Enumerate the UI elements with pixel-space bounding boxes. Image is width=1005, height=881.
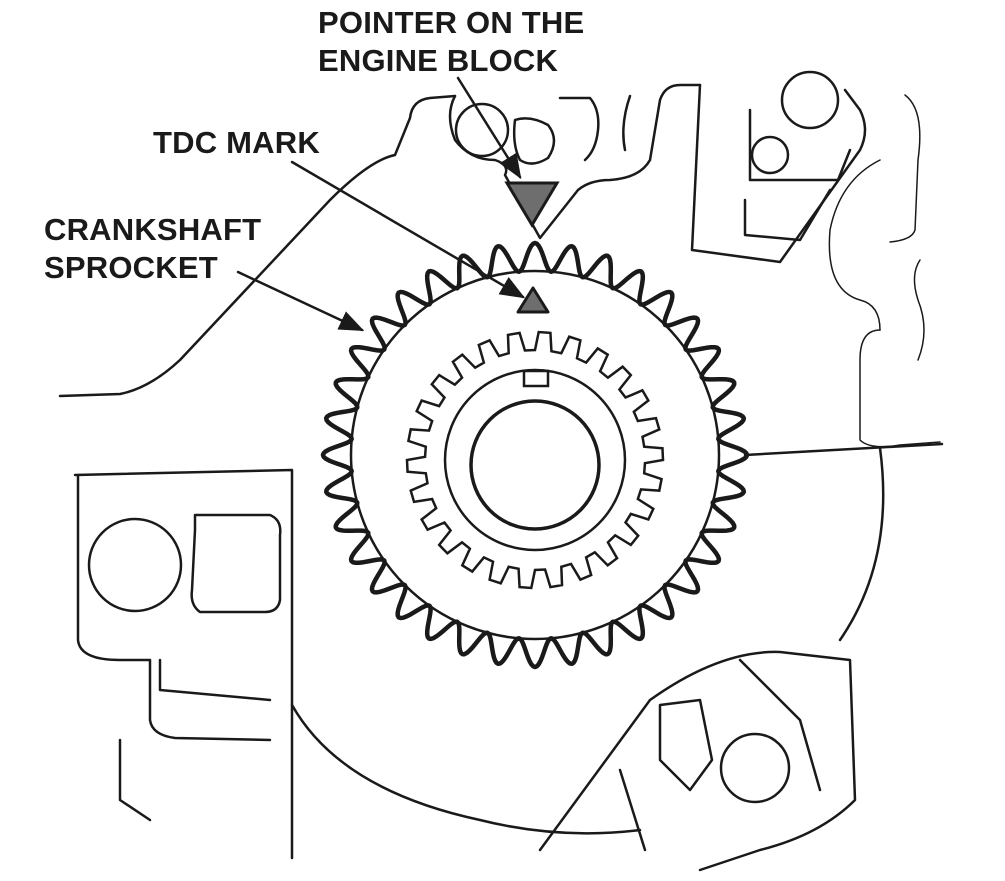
- crankshaft-sprocket: [320, 240, 750, 670]
- tdc-mark-label-text: TDC MARK: [153, 125, 320, 160]
- pointer-label-line1: POINTER ON THE: [318, 5, 585, 40]
- sprocket-leader-arrow: [236, 270, 365, 332]
- sprocket-outer-teeth: [320, 240, 750, 670]
- sprocket-label-line1: CRANKSHAFT: [44, 212, 262, 247]
- sprocket-inner-spline: [405, 330, 665, 590]
- pointer-label-line2: ENGINE BLOCK: [318, 43, 559, 78]
- keyway-slot: [522, 369, 550, 388]
- engine-block-outline: [58, 70, 944, 872]
- sprocket-label-line2: SPROCKET: [44, 250, 218, 285]
- tdc-mark-label: TDC MARK: [153, 124, 320, 162]
- tdc-leader-arrow: [290, 160, 526, 299]
- crankshaft-sprocket-label: CRANKSHAFT SPROCKET: [44, 211, 261, 287]
- engine-block-pointer-mark: [504, 181, 560, 228]
- pointer-leader-arrow: [456, 76, 522, 180]
- pointer-label: POINTER ON THE ENGINE BLOCK: [318, 4, 584, 80]
- sprocket-face-ring: [349, 269, 721, 641]
- crankshaft-bore: [469, 399, 601, 531]
- tdc-mark-triangle: [516, 286, 550, 314]
